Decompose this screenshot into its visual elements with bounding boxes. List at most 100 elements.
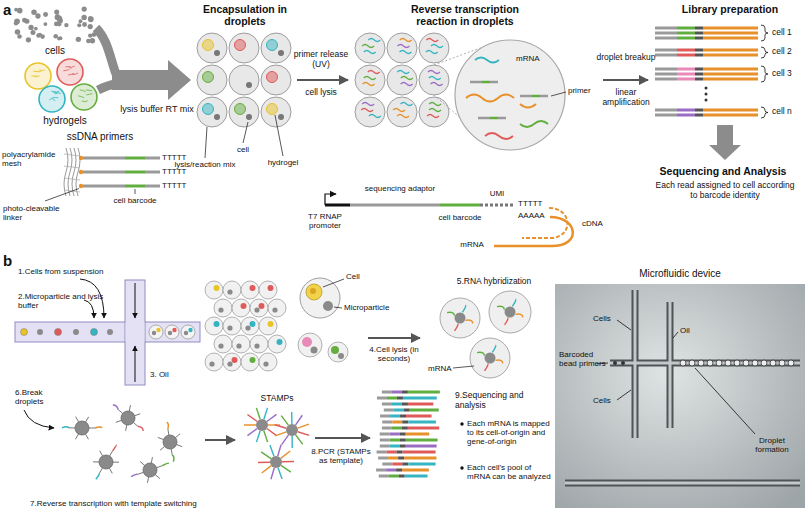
droplet xyxy=(205,353,223,371)
cell-barcode-segment xyxy=(490,117,498,120)
droplet xyxy=(250,299,268,317)
mrna-strand xyxy=(429,109,441,112)
droplet xyxy=(419,97,449,127)
read-cdna xyxy=(703,68,758,71)
microparticle xyxy=(338,353,344,359)
bead-primer xyxy=(100,451,103,456)
hydrogel xyxy=(39,86,65,112)
stamp-strand xyxy=(247,414,257,421)
droplet xyxy=(232,299,250,317)
mesh-crosslink xyxy=(64,154,80,156)
read-barcode xyxy=(677,109,695,112)
droplet xyxy=(241,317,259,335)
mrna-strand xyxy=(431,45,443,48)
pcr-umi xyxy=(400,433,406,436)
mrna-strand xyxy=(138,426,143,431)
bullet xyxy=(460,422,463,425)
pcr-adaptor xyxy=(382,421,392,424)
process-arrow xyxy=(205,439,235,441)
bead-primer xyxy=(110,451,113,456)
bead-primer xyxy=(157,466,163,468)
stamp-strand xyxy=(281,416,288,426)
flow-arrow xyxy=(135,283,136,318)
droplet xyxy=(761,360,767,366)
label-text: UMI xyxy=(482,189,512,198)
mrna-strand xyxy=(466,320,473,323)
stamp-strand xyxy=(270,445,274,456)
mrna-strand xyxy=(400,103,412,106)
label-text: cell 2 xyxy=(772,47,792,57)
label-text: polyacrylamide mesh xyxy=(2,150,62,168)
cell xyxy=(278,50,284,56)
droplet xyxy=(770,360,776,366)
pcr-cdna xyxy=(410,409,439,412)
callout-label: Cells xyxy=(593,396,611,405)
microparticle xyxy=(286,424,298,436)
mrna-strand xyxy=(475,58,499,63)
panel-letter: b xyxy=(3,252,12,269)
primer-backbone xyxy=(83,185,125,188)
droplet xyxy=(229,97,259,127)
cell xyxy=(55,329,62,336)
label-text: cell 1 xyxy=(772,28,792,38)
cell xyxy=(21,329,28,336)
cell-barcode-segment xyxy=(532,95,540,98)
cell xyxy=(268,321,274,327)
stamp-strand xyxy=(256,408,260,419)
sequence-text: TTTTT xyxy=(518,199,542,208)
bead-primer xyxy=(129,405,130,411)
cell xyxy=(302,337,312,347)
microparticle xyxy=(218,343,223,348)
microscope-photo xyxy=(555,284,805,508)
leader-line xyxy=(135,189,136,194)
cell-dot xyxy=(14,8,18,12)
leader-line xyxy=(334,307,342,308)
droplet xyxy=(268,299,286,317)
read-barcode xyxy=(677,73,695,76)
pcr-umi xyxy=(402,463,408,466)
mrna-strand xyxy=(426,39,438,42)
droplet xyxy=(387,65,417,95)
step-label: 1.Cells from suspension xyxy=(18,267,113,276)
hydrogel-mesh xyxy=(86,89,92,91)
mrna-strand xyxy=(368,71,380,74)
primer-backbone xyxy=(83,157,125,160)
pcr-adaptor xyxy=(377,451,387,454)
pcr-barcode xyxy=(392,403,402,406)
read-adaptor xyxy=(655,49,677,52)
primer-backbone xyxy=(540,95,548,98)
stamp-strand xyxy=(258,461,270,463)
channel-wall xyxy=(565,480,800,487)
pcr-umi xyxy=(398,457,404,460)
cell-dot xyxy=(14,18,20,24)
pcr-barcode xyxy=(392,421,402,424)
droplet xyxy=(355,97,385,127)
microparticle xyxy=(107,329,113,335)
pcr-adaptor xyxy=(378,457,388,460)
droplet xyxy=(223,317,241,335)
process-arrow xyxy=(315,437,370,439)
read-cdna xyxy=(703,109,758,112)
leader-line xyxy=(617,320,631,330)
microparticle xyxy=(163,435,177,449)
droplet xyxy=(680,360,686,366)
droplet xyxy=(214,299,232,317)
droplet xyxy=(355,33,385,63)
cell xyxy=(250,285,256,291)
cell-dot xyxy=(81,15,86,20)
microparticle xyxy=(505,307,516,318)
photo-linker xyxy=(79,170,83,174)
mrna-strand xyxy=(494,217,573,246)
droplet xyxy=(229,33,259,63)
cell-dot xyxy=(77,23,81,27)
sequencing-adaptor xyxy=(350,204,440,207)
hydrogel-mesh xyxy=(49,99,55,101)
cell xyxy=(246,82,252,88)
pcr-adaptor xyxy=(382,463,392,466)
bullet xyxy=(460,466,463,469)
photo-linker xyxy=(79,184,83,188)
label-text: STAMPs xyxy=(248,394,306,404)
droplet xyxy=(734,360,740,366)
label-text: mRNA xyxy=(516,54,540,63)
mrna-strand xyxy=(399,51,411,54)
